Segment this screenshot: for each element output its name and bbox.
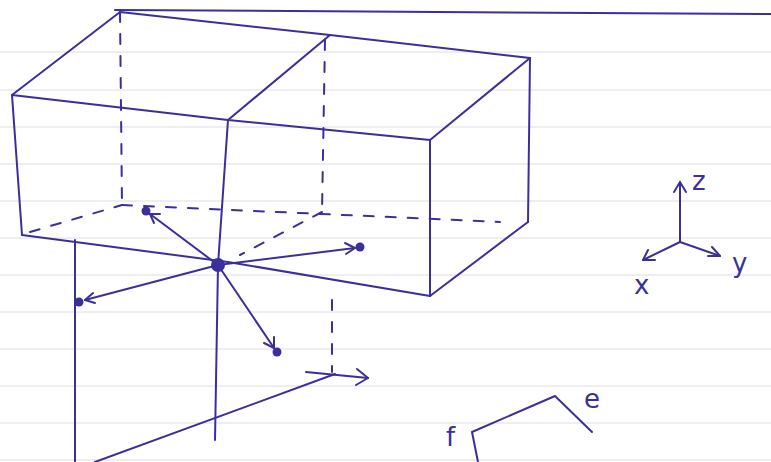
corner-label: e xyxy=(584,386,600,412)
grid-points xyxy=(75,207,365,357)
corner-label: f xyxy=(446,424,455,450)
ink xyxy=(12,10,771,462)
axis-label: z xyxy=(692,168,706,194)
axis-label: y xyxy=(732,250,747,276)
axis-label: x xyxy=(634,272,649,298)
paper-lines xyxy=(0,52,771,460)
